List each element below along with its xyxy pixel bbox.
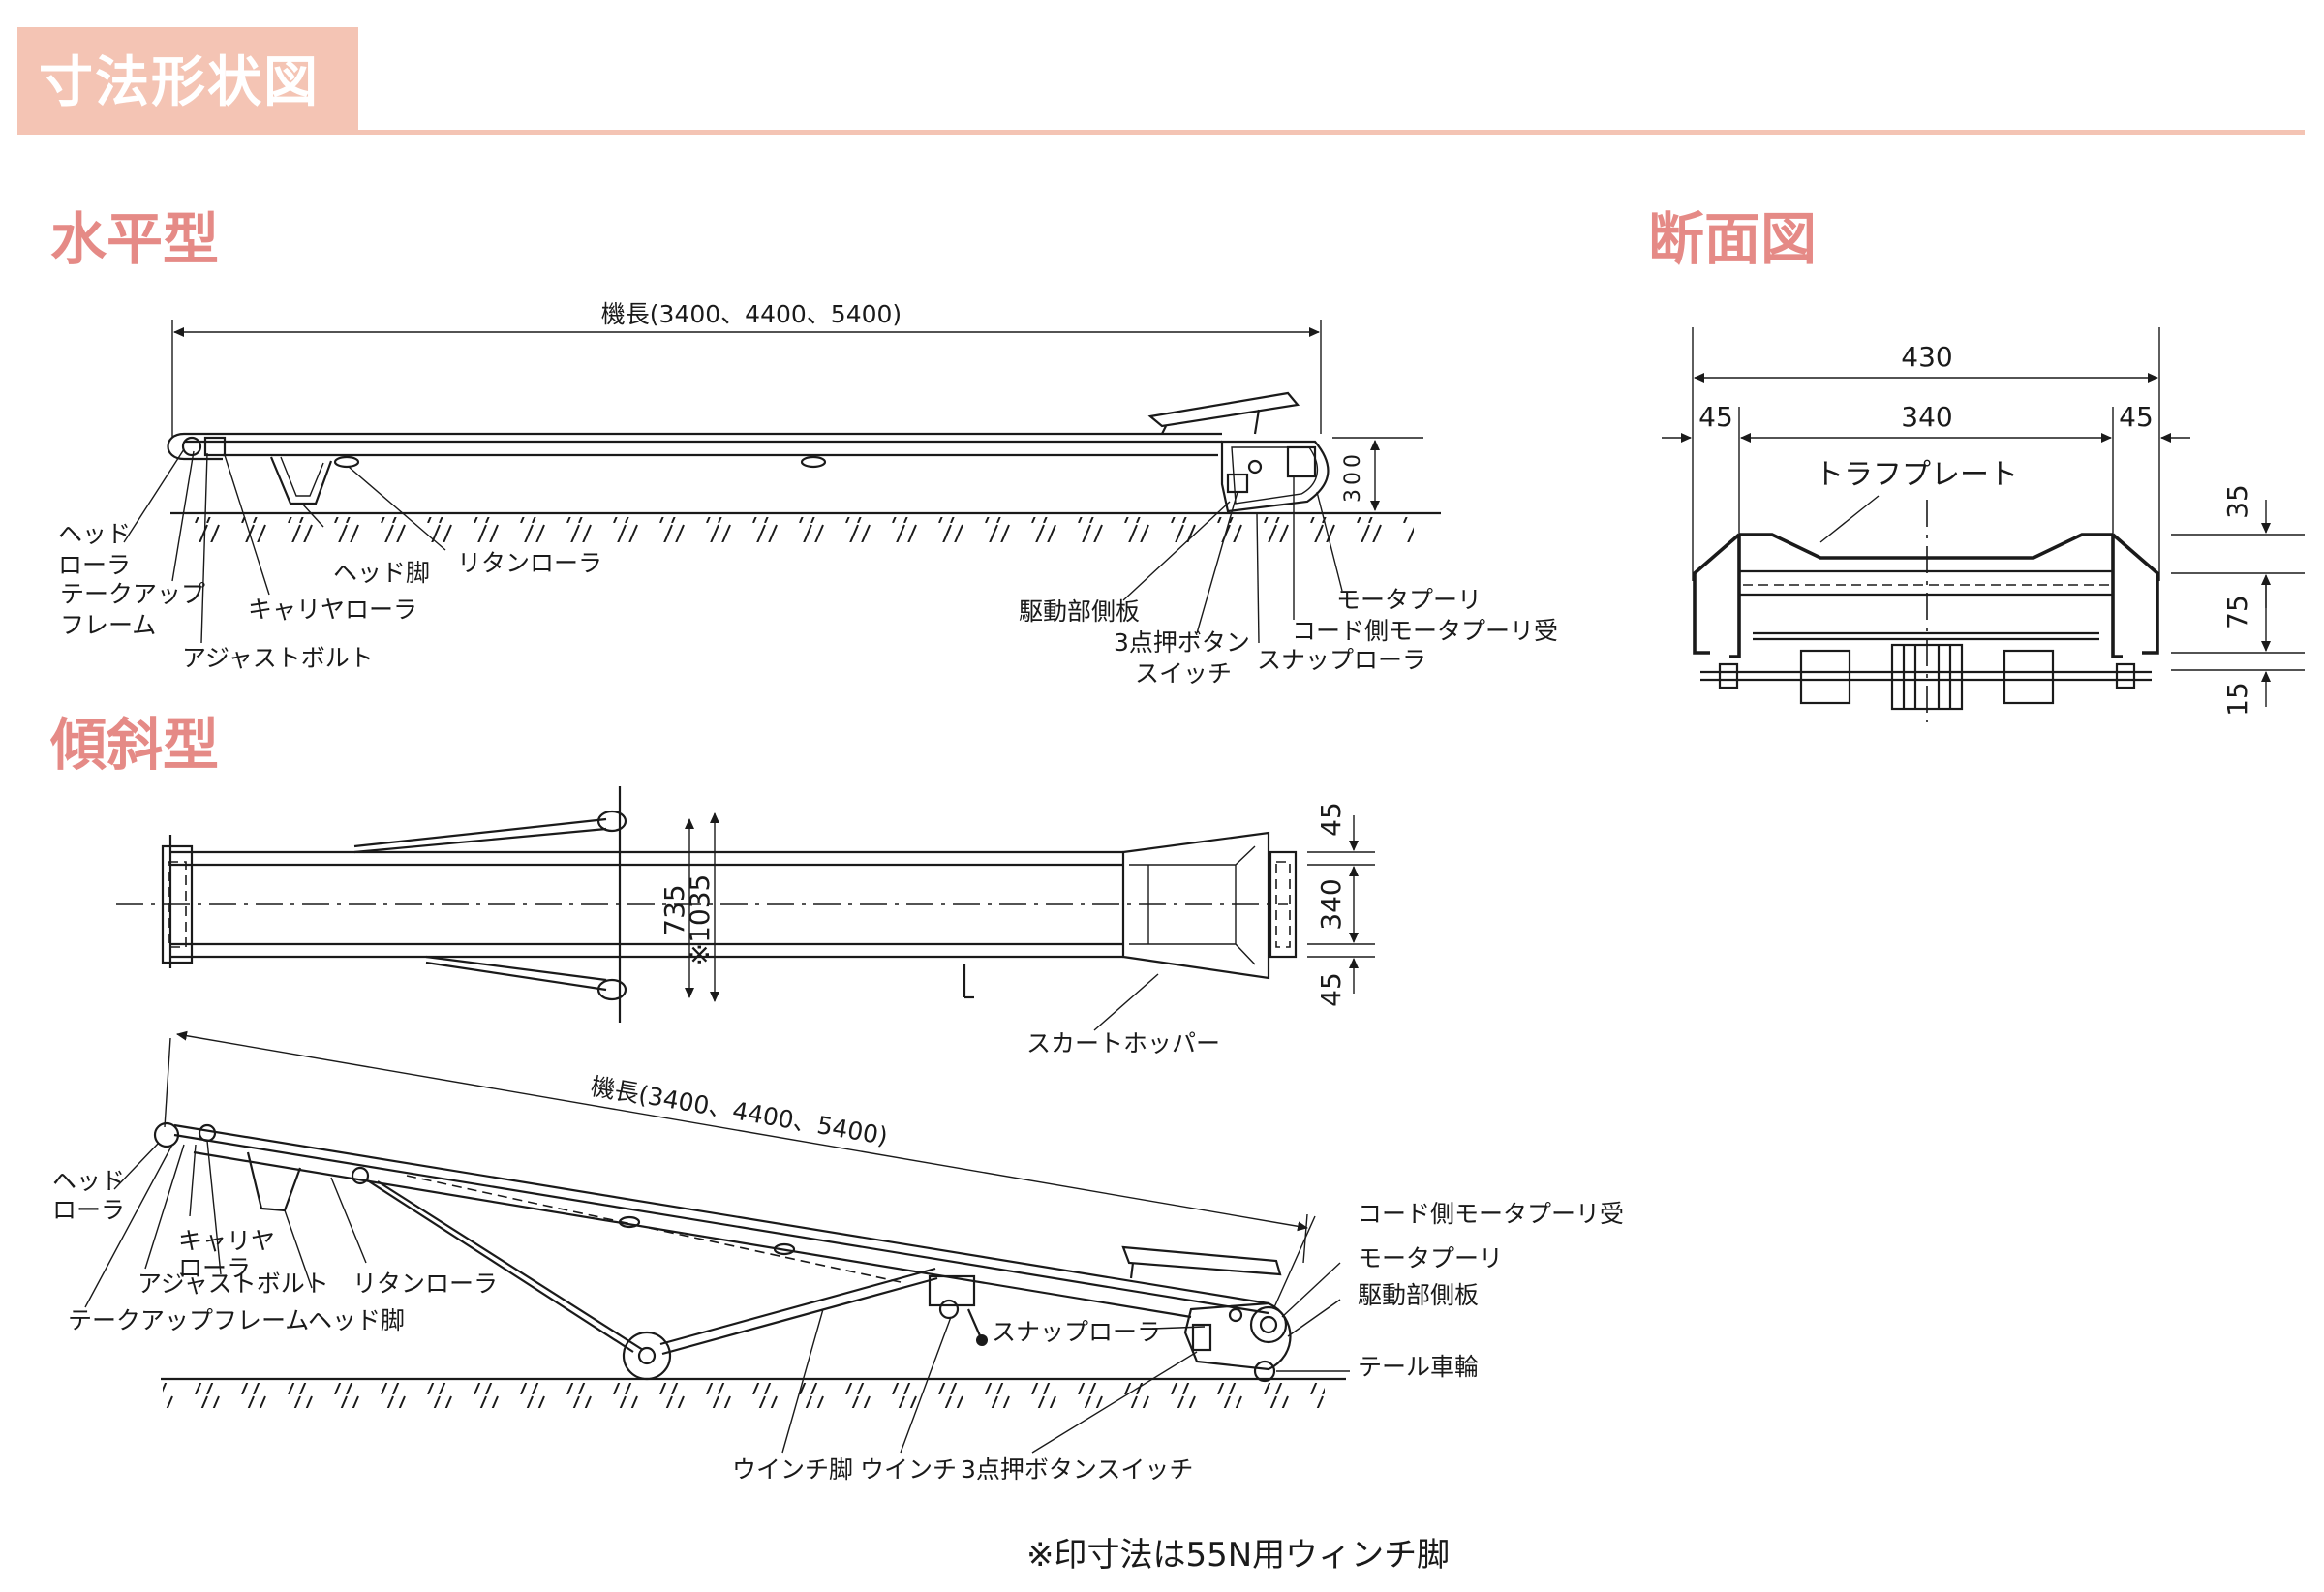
label-inc-head-roller: ヘッドローラ — [52, 1167, 125, 1224]
winch-leg-wheel — [622, 1331, 672, 1381]
label-tail-wheel: テール車輪 — [1358, 1353, 1479, 1381]
dim-45-left: 45 — [1698, 401, 1733, 433]
motor-pulley-box — [1286, 445, 1317, 478]
inclined-length-dim — [176, 1030, 1308, 1232]
return-roller-2 — [800, 455, 827, 469]
return-roller-left — [1799, 649, 1851, 705]
plan-drive-end — [1269, 850, 1298, 959]
label-push-button-switch: 3点押ボタンスイッチ — [1114, 628, 1250, 688]
dim-15: 15 — [2221, 682, 2253, 717]
label-inc-adjust-bolt: アジャストボルト — [138, 1270, 329, 1298]
label-head-leg: ヘッド脚 — [333, 559, 430, 587]
footnote: ※印寸法は55N用ウィンチ脚 — [1026, 1536, 1451, 1575]
take-up-block — [203, 436, 227, 457]
dim-735: 735 — [658, 884, 690, 935]
height-dim-value: 300 — [1341, 450, 1365, 503]
trough-plate — [1739, 533, 2113, 560]
label-inc-take-up-frame: テークアップフレーム — [68, 1306, 309, 1334]
skirt-hopper — [1121, 831, 1270, 980]
guard-rail — [1147, 391, 1300, 428]
label-inc-return-roller: リタンローラ — [352, 1270, 498, 1298]
label-return-roller: リタンローラ — [457, 549, 602, 577]
label-inc-push-button: 3点押ボタンスイッチ — [961, 1455, 1193, 1484]
section-title-cross-section: 断面図 — [1648, 206, 1818, 272]
label-inc-head-leg: ヘッド脚 — [308, 1306, 405, 1334]
label-winch: ウインチ — [860, 1455, 957, 1484]
winch-box — [928, 1274, 976, 1307]
label-carrier-roller: キャリヤローラ — [248, 596, 417, 624]
header-band — [17, 27, 358, 134]
head-leg — [269, 456, 333, 505]
left-frame — [1693, 533, 1741, 655]
label-drive-side-plate: 駆動部側板 — [1019, 597, 1140, 626]
dim-340-cross: 340 — [1901, 401, 1952, 433]
plan-head-end — [161, 844, 194, 964]
label-inc-carrier-roller: キャリヤローラ — [178, 1227, 275, 1282]
machine-length-label: 機長(3400、4400、5400) — [601, 300, 902, 328]
dim-45-top: 45 — [1315, 802, 1347, 837]
center-pulley — [1890, 643, 1964, 711]
dim-340-plan: 340 — [1315, 878, 1347, 930]
dim-45-right: 45 — [2119, 401, 2154, 433]
label-inc-motor-pulley: モータプーリ — [1358, 1244, 1503, 1272]
cross-section-drawing: 430 45 340 45 トラフプレート — [1662, 327, 2305, 722]
drive-unit — [1220, 440, 1330, 513]
section-title-horizontal: 水平型 — [50, 206, 220, 272]
header-rule — [17, 130, 2305, 135]
push-button-box — [1226, 473, 1249, 494]
inclined-side-view: 機長(3400、4400、5400) — [52, 1030, 1624, 1484]
label-take-up-frame: テークアップフレーム — [60, 580, 205, 639]
inclined-plan-view: 735 ※1035 45 340 45 スカートホッパー — [116, 786, 1375, 1057]
inclined-drive-unit — [1183, 1301, 1292, 1371]
inclined-motor-pulley — [1249, 1305, 1288, 1344]
label-skirt-hopper: スカートホッパー — [1026, 1029, 1220, 1057]
dim-75: 75 — [2221, 595, 2253, 629]
dim-35: 35 — [2221, 484, 2253, 519]
return-roller-right — [2003, 649, 2055, 705]
ground-hatch — [194, 517, 1414, 542]
label-motor-pulley: モータプーリ — [1336, 586, 1482, 614]
label-cord-side-pulley: コード側モータプーリ受 — [1292, 617, 1558, 645]
dim-430: 430 — [1901, 341, 1952, 373]
label-winch-leg: ウインチ脚 — [732, 1455, 853, 1484]
inclined-head-leg — [246, 1151, 302, 1212]
inclined-length-label: 機長(3400、4400、5400) — [589, 1072, 890, 1150]
label-snap-roller: スナップローラ — [1257, 646, 1426, 674]
label-head-roller: ヘッドローラ — [58, 520, 131, 579]
inclined-head-roller — [153, 1121, 180, 1148]
label-inc-drive-side-plate: 駆動部側板 — [1358, 1281, 1479, 1309]
head-end — [167, 432, 223, 461]
section-title-inclined: 傾斜型 — [50, 712, 220, 778]
return-roller — [333, 455, 360, 469]
label-adjust-bolt: アジャストボルト — [182, 644, 374, 672]
head-roller-circle — [181, 436, 202, 457]
label-inc-snap-roller: スナップローラ — [992, 1318, 1161, 1346]
right-frame — [2111, 533, 2159, 655]
label-trough-plate: トラフプレート — [1815, 458, 2018, 492]
horizontal-conveyor-drawing: 機長(3400、4400、5400) 300 — [58, 300, 1558, 688]
dim-45-bottom: 45 — [1315, 972, 1347, 1007]
page-title: 寸法形状図 — [39, 51, 320, 114]
tail-wheel — [1253, 1360, 1276, 1383]
label-inc-cord-side-pulley: コード側モータプーリ受 — [1358, 1200, 1624, 1228]
dim-1035: ※1035 — [684, 874, 716, 966]
